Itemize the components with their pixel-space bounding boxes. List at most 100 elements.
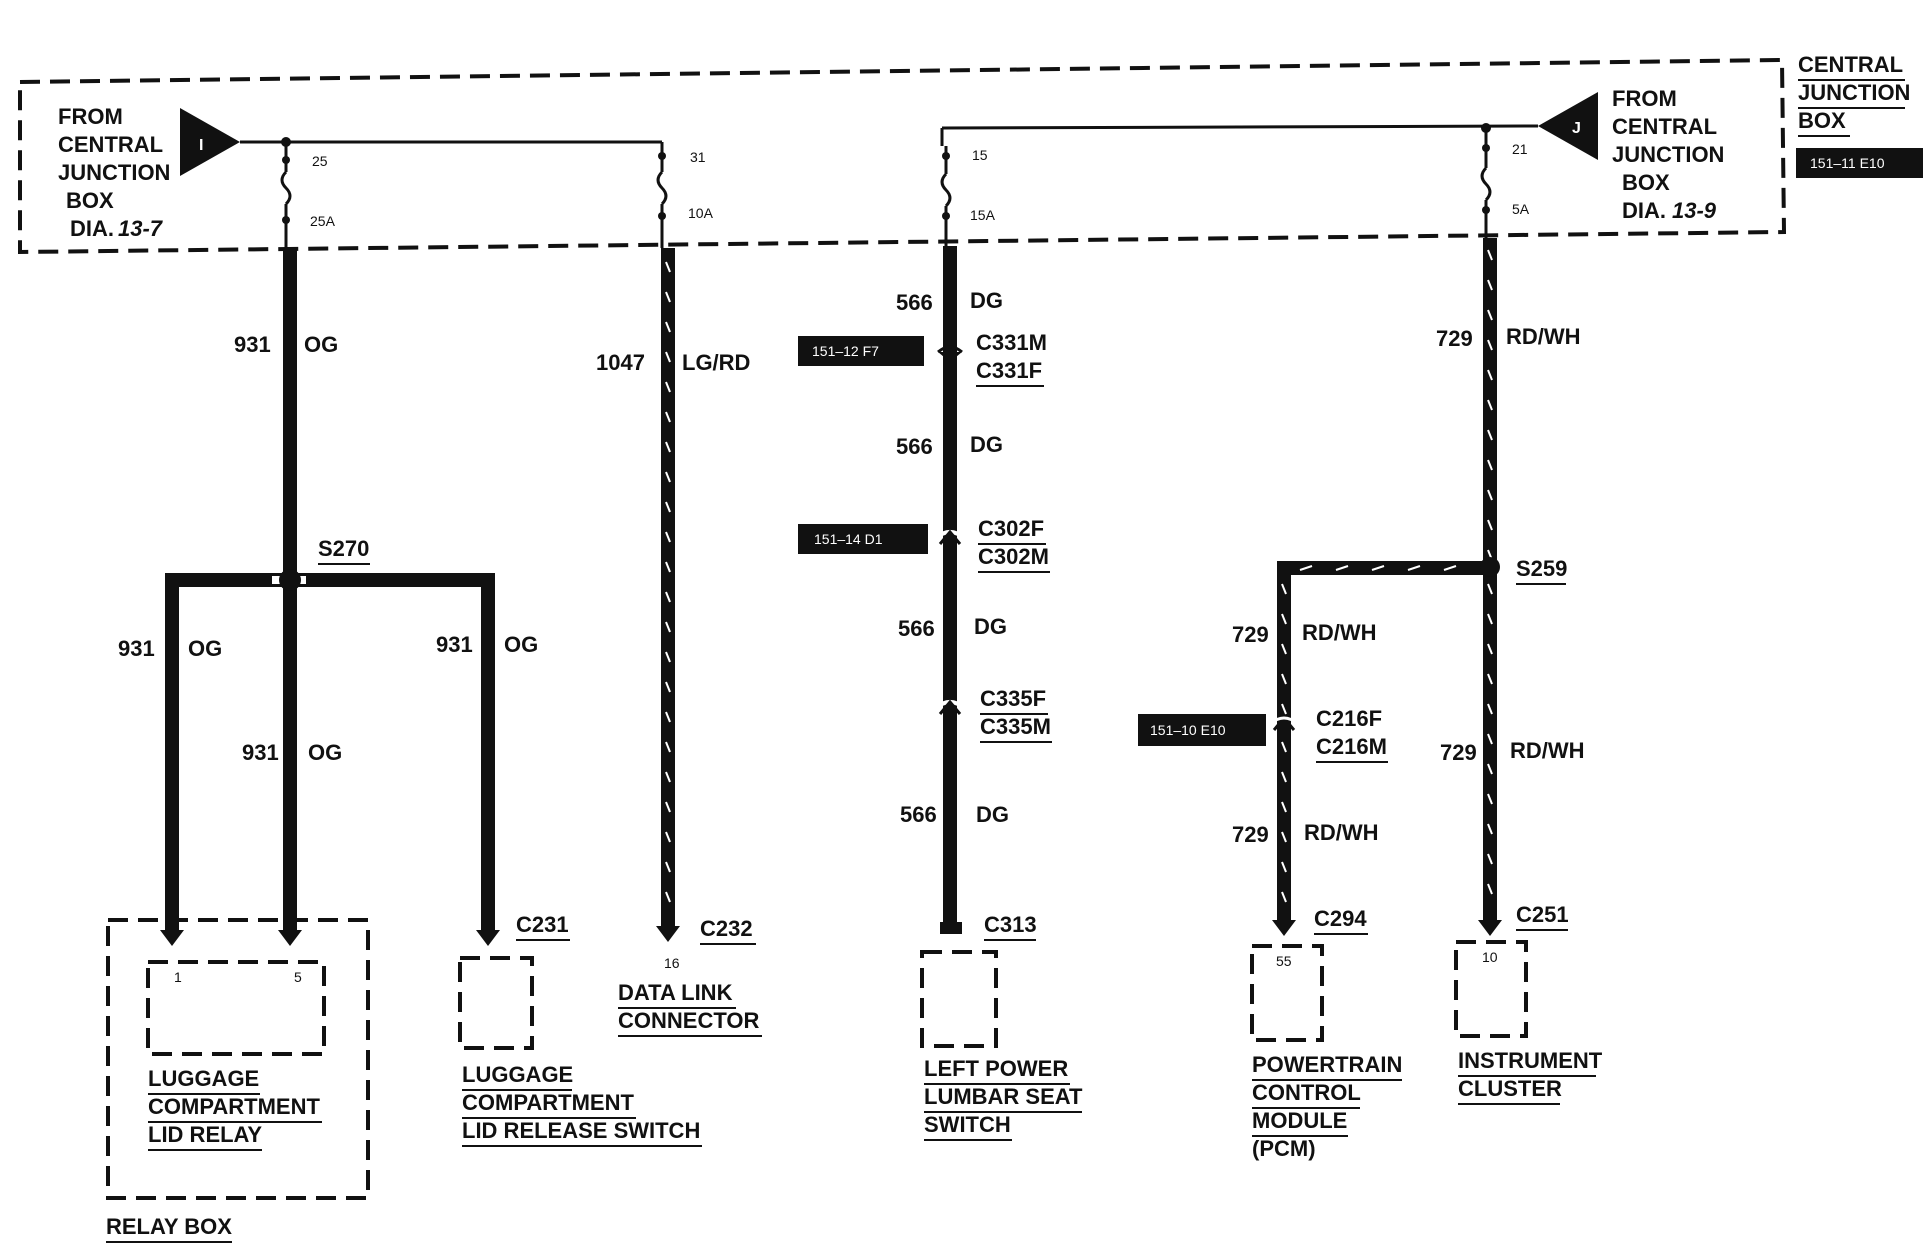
wire-stripe <box>665 801 671 813</box>
wire-566-label-c: 566 <box>898 616 935 641</box>
wire-stripe <box>1407 565 1421 571</box>
wire-lgrd-label: LG/RD <box>682 350 750 375</box>
wire-stripe <box>665 471 671 483</box>
wire-stripe <box>665 621 671 633</box>
wire-stripe <box>665 381 671 393</box>
wire-stripe <box>665 861 671 873</box>
wire-stripe <box>1487 519 1493 531</box>
cjb-right-line-1: FROM <box>1612 86 1677 111</box>
connector-c331m: C331M <box>976 330 1047 355</box>
wire-stripe <box>1487 733 1493 745</box>
wire-stripe <box>1281 861 1287 873</box>
pin-21: 21 <box>1512 141 1528 157</box>
location-tag-c331-text: 151–12 F7 <box>812 343 879 359</box>
wire-stripe <box>665 501 671 513</box>
wire-1047-label: 1047 <box>596 350 645 375</box>
wire-566-label-a: 566 <box>896 290 933 315</box>
fuse-15: 15 15A <box>940 146 996 246</box>
wire-dg-label-b: DG <box>970 432 1003 457</box>
cjb-left-dia-ref: 13-7 <box>118 216 164 241</box>
splice-s259: S259 <box>1516 556 1567 581</box>
wire-stripe <box>1487 853 1493 865</box>
relay-pin-5: 5 <box>294 969 302 985</box>
wire-rdwh-label-a: RD/WH <box>1506 324 1581 349</box>
wire-stripe <box>665 531 671 543</box>
pin-15: 15 <box>972 147 988 163</box>
cjb-right-line-4: BOX <box>1622 170 1670 195</box>
wire-stripe <box>1281 613 1287 625</box>
wire-stripe <box>1281 771 1287 783</box>
wire-729-label-a: 729 <box>1436 326 1473 351</box>
connector-c313: C313 <box>984 912 1037 937</box>
pcm-label-2: CONTROL <box>1252 1080 1361 1105</box>
wire-stripe <box>1443 565 1457 571</box>
wire-dg-label-a: DG <box>970 288 1003 313</box>
pin-10a: 10A <box>688 205 714 221</box>
wire-stripe <box>665 891 671 903</box>
cjb-right-line-2: CENTRAL <box>1612 114 1717 139</box>
wire-stripe <box>1487 673 1493 685</box>
wire-og-label-c: OG <box>308 740 342 765</box>
wire-931-label-c: 931 <box>242 740 279 765</box>
connector-c335f: C335F <box>980 686 1046 711</box>
wire-stripe <box>665 831 671 843</box>
wire-stripe <box>1299 565 1313 571</box>
location-tag-c216-text: 151–10 E10 <box>1150 722 1226 738</box>
connector-c294: C294 <box>1314 906 1367 931</box>
cjb-left-line-4: BOX <box>66 188 114 213</box>
cjb-right-dia-prefix: DIA. <box>1622 198 1666 223</box>
wire-stripe <box>1281 741 1287 753</box>
connector-c302f: C302F <box>978 516 1044 541</box>
relay-box-outline <box>106 918 370 1200</box>
connector-i-label: I <box>199 137 203 154</box>
wire-stripe <box>1487 429 1493 441</box>
wire-stripe <box>1487 309 1493 321</box>
location-tag-c216 <box>1138 714 1266 746</box>
wire-stripe <box>1281 673 1287 685</box>
wire-stripe <box>1487 279 1493 291</box>
wire-stripe <box>1281 831 1287 843</box>
wire-729-label-b: 729 <box>1232 622 1269 647</box>
wire-729-stripes <box>1281 249 1493 903</box>
wire-stripe <box>665 771 671 783</box>
wire-stripe <box>1487 399 1493 411</box>
relay-pin-1: 1 <box>174 969 182 985</box>
pin-25: 25 <box>312 153 328 169</box>
wire-stripe <box>1487 583 1493 595</box>
wire-stripe <box>665 741 671 753</box>
wire-stripe <box>665 591 671 603</box>
relay-label-1: LUGGAGE <box>148 1066 259 1091</box>
wire-stripe <box>1487 703 1493 715</box>
cluster-label-2: CLUSTER <box>1458 1076 1562 1101</box>
location-tag-c302 <box>798 524 928 554</box>
wire-stripe <box>1487 793 1493 805</box>
pin-31: 31 <box>690 149 706 165</box>
wire-stripe <box>1487 339 1493 351</box>
wire-stripe <box>1487 643 1493 655</box>
wire-stripe <box>1487 613 1493 625</box>
wire-og-label-a: OG <box>304 332 338 357</box>
cjb-title-line-1: CENTRAL <box>1798 52 1903 77</box>
location-tag-cjb <box>1796 148 1923 178</box>
connector-j-icon <box>1538 92 1598 160</box>
wire-stripe <box>1281 891 1287 903</box>
wire-og-label-b: OG <box>188 636 222 661</box>
location-tag-c302-text: 151–14 D1 <box>814 531 883 547</box>
cjb-title-line-2: JUNCTION <box>1798 80 1910 105</box>
cjb-right-line-3: JUNCTION <box>1612 142 1724 167</box>
cjb-title-line-3: BOX <box>1798 108 1846 133</box>
lumbar-label-3: SWITCH <box>924 1112 1011 1137</box>
splice-s270-dot <box>279 569 301 591</box>
wire-1047-stripes <box>665 261 671 903</box>
wire-729-label-c: 729 <box>1440 740 1477 765</box>
fuse-25: 25 25A <box>280 137 336 248</box>
connector-c232: C232 <box>700 916 753 941</box>
connector-c331f: C331F <box>976 358 1042 383</box>
wire-dg-label-c: DG <box>974 614 1007 639</box>
wire-stripe <box>665 321 671 333</box>
cjb-left-line-3: JUNCTION <box>58 160 170 185</box>
cjb-left-dia-prefix: DIA. <box>70 216 114 241</box>
wire-og-label-d: OG <box>504 632 538 657</box>
pcm-label-3: MODULE <box>1252 1108 1347 1133</box>
